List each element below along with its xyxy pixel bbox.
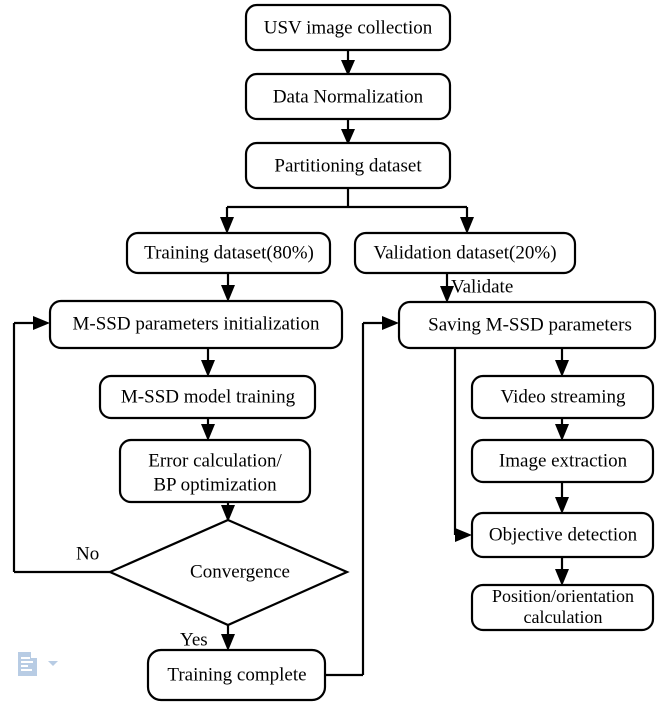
page-fold-corner [31, 652, 37, 658]
edge-convergence-yes [221, 625, 235, 651]
node-shape-rounded-rect [244, 72, 452, 121]
edge-convergence-no-loop [12, 316, 110, 574]
edge-training-to-init [221, 273, 235, 302]
node-partitioning-dataset[interactable]: Partitioning dataset [244, 141, 452, 190]
node-label: Objective detection [489, 524, 638, 545]
node-label: M-SSD parameters initialization [73, 313, 320, 334]
node-objective-detection[interactable]: Objective detection [470, 511, 655, 559]
node-validation-dataset[interactable]: Validation dataset(20%) [353, 231, 577, 275]
node-shape-rounded-rect [125, 231, 332, 275]
node-label-line2: BP optimization [153, 474, 277, 495]
node-shape-rounded-rect [353, 231, 577, 275]
edge-normalization-to-partitioning [341, 119, 355, 145]
node-label: Training complete [167, 664, 306, 685]
edge-label-yes: Yes [180, 629, 208, 650]
node-mssd-parameters-init[interactable]: M-SSD parameters initialization [48, 299, 344, 350]
node-label: Partitioning dataset [274, 155, 422, 176]
node-shape-diamond [107, 518, 350, 627]
edge-saving-to-objective [453, 348, 472, 542]
node-shape-rounded-rect [470, 438, 655, 484]
edge-image-to-objective [555, 482, 569, 514]
doc-line [21, 661, 33, 663]
node-shape-rounded-rect [118, 438, 312, 504]
edge-group: back to M-SSD parameters initialization … [12, 50, 569, 677]
edge-error-to-convergence [221, 502, 235, 522]
edge-init-to-model-training [201, 348, 215, 377]
edge-model-training-to-error [201, 418, 215, 441]
doc-line [21, 669, 32, 671]
doc-line [21, 665, 28, 667]
node-label-line1: Error calculation/ [148, 450, 282, 471]
node-image-extraction[interactable]: Image extraction [470, 438, 655, 484]
node-video-streaming[interactable]: Video streaming [470, 374, 655, 420]
node-shape-rounded-rect [146, 648, 327, 702]
node-label: Validation dataset(20%) [373, 242, 556, 263]
node-shape-rounded-rect [397, 300, 657, 350]
node-mssd-model-training[interactable]: M-SSD model training [98, 374, 317, 420]
edge-validation-to-saving [440, 273, 454, 303]
node-label: Convergence [190, 561, 290, 582]
chevron-down-icon[interactable] [48, 661, 58, 666]
node-error-calculation[interactable]: Error calculation/ BP optimization [118, 438, 312, 504]
node-shape-rounded-rect [470, 583, 655, 632]
node-label: M-SSD model training [121, 386, 296, 407]
edge-collection-to-normalization [341, 50, 355, 76]
node-label: Training dataset(80%) [144, 242, 314, 263]
node-shape-rounded-rect [48, 299, 344, 350]
doc-line [21, 657, 30, 659]
node-data-normalization[interactable]: Data Normalization [244, 72, 452, 121]
edge-training-complete-to-saving [325, 316, 399, 677]
paste-options-icon[interactable] [18, 652, 37, 676]
node-shape-rounded-rect [98, 374, 317, 420]
node-shape-rounded-rect [470, 374, 655, 420]
node-shape-rounded-rect [244, 3, 452, 52]
node-label: USV image collection [264, 17, 433, 38]
edge-saving-to-video [555, 348, 569, 377]
edge-objective-to-position [555, 557, 569, 586]
node-training-complete[interactable]: Training complete [146, 648, 327, 702]
node-saving-mssd-parameters[interactable]: Saving M-SSD parameters [397, 300, 657, 350]
node-label: Image extraction [499, 450, 628, 471]
node-training-dataset[interactable]: Training dataset(80%) [125, 231, 332, 275]
edge-video-to-image [555, 418, 569, 441]
node-label: Video streaming [501, 386, 626, 407]
edge-label-no: No [76, 543, 99, 564]
node-label: Saving M-SSD parameters [428, 314, 632, 335]
node-shape-rounded-rect [244, 141, 452, 190]
edge-label-validate: Validate [451, 276, 513, 297]
paste-options-control[interactable] [18, 652, 64, 678]
node-label-line2: calculation [524, 607, 603, 627]
node-usv-image-collection[interactable]: USV image collection [244, 3, 452, 52]
node-position-orientation[interactable]: Position/orientation calculation [470, 583, 655, 632]
edge-partitioning-fork [220, 188, 474, 234]
node-convergence[interactable]: Convergence [107, 518, 350, 627]
node-label: Data Normalization [273, 86, 424, 107]
node-shape-rounded-rect [470, 511, 655, 559]
node-label-line1: Position/orientation [492, 586, 634, 606]
